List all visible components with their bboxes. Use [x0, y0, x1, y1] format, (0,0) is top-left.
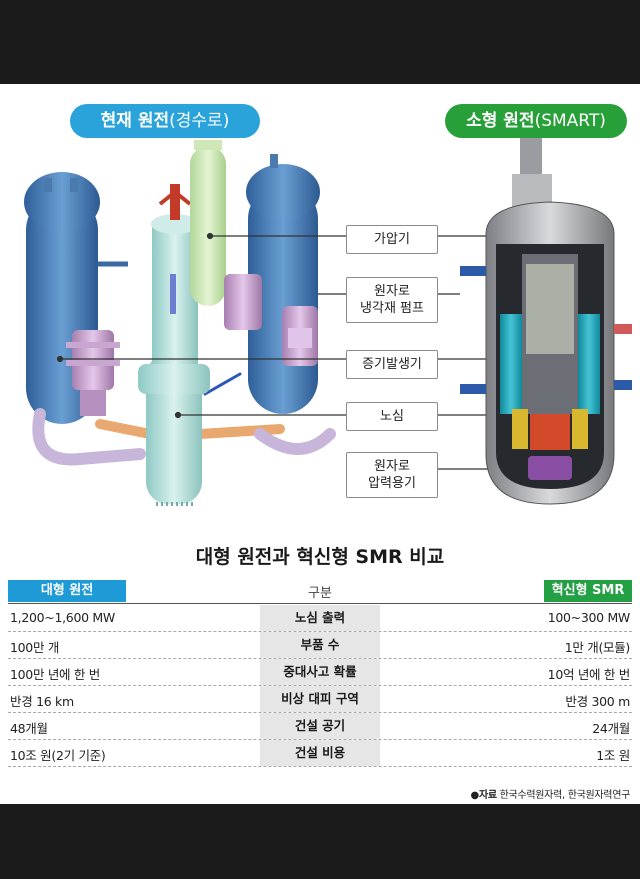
- row-large-value: 100만 년에 한 번: [10, 667, 100, 682]
- source-label: ●자료: [470, 790, 498, 801]
- callout-vessel-line2: 압력용기: [368, 476, 416, 491]
- callout-core-text: 노심: [380, 409, 404, 424]
- row-large-value: 48개월: [10, 721, 48, 736]
- table-title: 대형 원전과 혁신형 SMR 비교: [195, 546, 445, 568]
- row-category: 중대사고 확률: [260, 659, 380, 685]
- smart-reactor-sub: (SMART): [534, 111, 606, 131]
- row-smr-value: 100~300 MW: [547, 610, 631, 625]
- callout-pump-line2: 냉각재 펌프: [360, 301, 424, 316]
- pressurizer: [170, 140, 226, 306]
- callout-core: 노심: [346, 402, 438, 431]
- header-smr: 혁신형 SMR: [544, 580, 632, 602]
- row-category: 건설 공기: [260, 713, 380, 739]
- current-reactor-label: 현재 원전(경수로): [70, 104, 260, 138]
- reactor-diagram: [24, 124, 632, 506]
- callout-pressurizer-text: 가압기: [374, 232, 410, 247]
- row-smr-value: 10억 년에 한 번: [547, 667, 631, 682]
- row-category: 노심 출력: [260, 605, 380, 631]
- row-smr-value: 반경 300 m: [565, 694, 630, 709]
- smart-reactor-main: 소형 원전: [466, 111, 535, 131]
- callout-steam-generator: 증기발생기: [346, 350, 438, 379]
- row-smr-value: 1조 원: [596, 748, 630, 763]
- row-category: 건설 비용: [260, 740, 380, 766]
- current-reactor-sub: (경수로): [169, 111, 230, 131]
- current-reactor-main: 현재 원전: [100, 111, 170, 131]
- header-large-reactor: 대형 원전: [8, 580, 126, 602]
- source-text: 한국수력원자력, 한국원자력연구: [499, 790, 631, 801]
- smart-reactor-label: 소형 원전(SMART): [445, 104, 627, 138]
- header-divider: [8, 603, 632, 604]
- row-large-value: 반경 16 km: [10, 694, 74, 709]
- row-smr-value: 1만 개(모듈): [564, 640, 631, 655]
- table-row: 48개월 건설 공기 24개월: [8, 713, 632, 740]
- row-large-value: 100만 개: [10, 640, 60, 655]
- row-category: 부품 수: [260, 632, 380, 658]
- smart-reactor: [460, 124, 632, 505]
- callout-sg-text: 증기발생기: [362, 357, 422, 372]
- row-large-value: 1,200~1,600 MW: [10, 610, 115, 625]
- table-row: 1,200~1,600 MW 노심 출력 100~300 MW: [8, 605, 632, 632]
- current-reactor-vessel: [138, 189, 210, 506]
- header-category: 구분: [308, 586, 332, 601]
- right-coolant-pumps: [224, 274, 318, 366]
- callout-vessel-line1: 원자로: [374, 459, 410, 474]
- table-row: 100만 개 부품 수 1만 개(모듈): [8, 632, 632, 659]
- table-row: 반경 16 km 비상 대피 구역 반경 300 m: [8, 686, 632, 713]
- source-note: ●자료 한국수력원자력, 한국원자력연구: [470, 786, 631, 801]
- left-coolant-pump: [66, 330, 120, 416]
- table-row: 100만 년에 한 번 중대사고 확률 10억 년에 한 번: [8, 659, 632, 686]
- row-category: 비상 대피 구역: [260, 686, 380, 712]
- table-row: 10조 원(2기 기준) 건설 비용 1조 원: [8, 740, 632, 767]
- row-large-value: 10조 원(2기 기준): [10, 748, 106, 763]
- loop-piping: [32, 372, 336, 466]
- callout-pressurizer: 가압기: [346, 225, 438, 254]
- callout-pump-line1: 원자로: [374, 284, 410, 299]
- row-smr-value: 24개월: [592, 721, 630, 736]
